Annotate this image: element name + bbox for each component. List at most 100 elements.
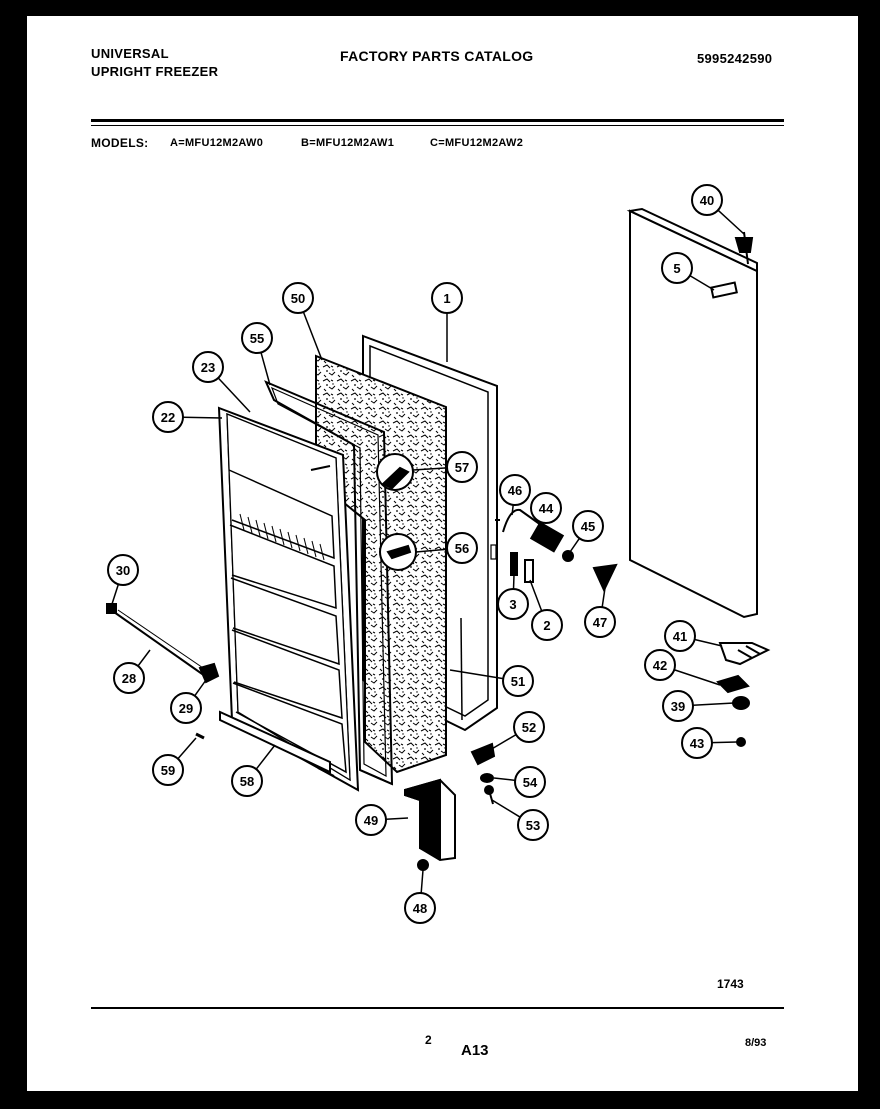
brand-line-2: UPRIGHT FREEZER [91, 64, 219, 79]
callout-label-55: 55 [250, 331, 264, 346]
callout-circle-51 [502, 665, 534, 697]
callout-label-53: 53 [526, 818, 540, 833]
leader-line-59 [177, 737, 197, 760]
callout-circle-30 [107, 554, 139, 586]
callout-circle-42 [644, 649, 676, 681]
leader-line-39 [692, 702, 735, 706]
callout-label-39: 39 [671, 699, 685, 714]
catalog-title: FACTORY PARTS CATALOG [340, 48, 534, 64]
callout-circle-55 [241, 322, 273, 354]
leader-line-46 [511, 504, 514, 516]
leader-line-51 [449, 669, 504, 680]
callout-label-44: 44 [539, 501, 554, 516]
catalog-number: 5995242590 [697, 51, 773, 66]
callout-circle-52 [513, 711, 545, 743]
callout-label-57: 57 [455, 460, 469, 475]
callout-circle-46 [499, 474, 531, 506]
callout-circle-5 [661, 252, 693, 284]
callout-circle-40 [691, 184, 723, 216]
callout-layer: 1235222328293039404142434445464748495051… [107, 184, 745, 924]
leader-line-28 [137, 649, 151, 667]
callout-circle-29 [170, 692, 202, 724]
leader-line-56 [415, 548, 448, 553]
callout-label-49: 49 [364, 813, 378, 828]
leader-line-58 [255, 744, 276, 770]
screw-56 [379, 533, 417, 571]
model-b: B=MFU12M2AW1 [301, 137, 395, 149]
leader-line-55 [260, 352, 271, 386]
callout-label-52: 52 [522, 720, 536, 735]
model-a: A=MFU12M2AW0 [170, 137, 264, 149]
callout-label-48: 48 [413, 901, 427, 916]
callout-circle-56 [446, 532, 478, 564]
leader-line-5 [689, 275, 715, 291]
leader-line-23 [217, 377, 251, 413]
callout-circle-53 [517, 809, 549, 841]
callout-label-54: 54 [523, 775, 538, 790]
toe-guard [404, 778, 456, 871]
callout-circle-2 [531, 609, 563, 641]
screw-57 [376, 453, 414, 491]
callout-circle-41 [664, 620, 696, 652]
revision-date: 8/93 [745, 1037, 767, 1049]
outer-door-panel [626, 207, 758, 619]
header-rule-thin [91, 125, 784, 126]
callout-label-58: 58 [240, 774, 254, 789]
footer-rule [91, 1007, 784, 1009]
callout-circle-47 [584, 606, 616, 638]
drawing-number: 1743 [717, 977, 744, 991]
callout-circle-23 [192, 351, 224, 383]
leader-line-44 [541, 522, 545, 531]
callout-label-41: 41 [673, 629, 687, 644]
callout-label-29: 29 [179, 701, 193, 716]
callout-circle-1 [431, 282, 463, 314]
leader-line-43 [711, 741, 738, 744]
leader-line-29 [194, 679, 207, 697]
callout-circle-50 [282, 282, 314, 314]
section-code: A13 [461, 1042, 489, 1059]
callout-label-45: 45 [581, 519, 595, 534]
header-rule-thick [91, 119, 784, 122]
leader-line-53 [491, 799, 521, 818]
callout-circle-3 [497, 588, 529, 620]
callout-label-23: 23 [201, 360, 215, 375]
callout-label-42: 42 [653, 658, 667, 673]
leader-line-52 [489, 733, 517, 751]
callout-label-5: 5 [673, 261, 680, 276]
inner-door-liner [217, 406, 360, 792]
callout-circle-22 [152, 401, 184, 433]
callout-circle-57 [446, 451, 478, 483]
callout-circle-39 [662, 690, 694, 722]
callout-circle-28 [113, 662, 145, 694]
callout-label-2: 2 [543, 618, 550, 633]
callout-label-1: 1 [443, 291, 450, 306]
leader-line-42 [673, 669, 721, 686]
model-c: C=MFU12M2AW2 [430, 137, 524, 149]
leader-line-47 [601, 587, 606, 608]
shelf-rod [106, 603, 220, 740]
callout-label-51: 51 [511, 674, 525, 689]
callout-label-46: 46 [508, 483, 522, 498]
callout-circle-48 [404, 892, 436, 924]
leader-line-50 [302, 311, 323, 361]
callout-label-59: 59 [161, 763, 175, 778]
leader-line-49 [385, 817, 409, 820]
leader-line-48 [420, 869, 424, 894]
callout-label-22: 22 [161, 410, 175, 425]
callout-circle-43 [681, 727, 713, 759]
callout-label-28: 28 [122, 671, 136, 686]
callout-label-43: 43 [690, 736, 704, 751]
callout-circle-44 [530, 492, 562, 524]
leader-line-22 [182, 416, 223, 419]
leader-line-40 [717, 209, 745, 235]
callout-label-30: 30 [116, 563, 130, 578]
callout-label-47: 47 [593, 615, 607, 630]
leader-line-41 [694, 638, 723, 647]
page-number: 2 [425, 1033, 432, 1047]
callout-label-3: 3 [509, 597, 516, 612]
leader-line-54 [493, 777, 516, 782]
door-gasket [264, 380, 394, 786]
bottom-trim [219, 710, 335, 777]
leader-line-30 [111, 584, 120, 605]
